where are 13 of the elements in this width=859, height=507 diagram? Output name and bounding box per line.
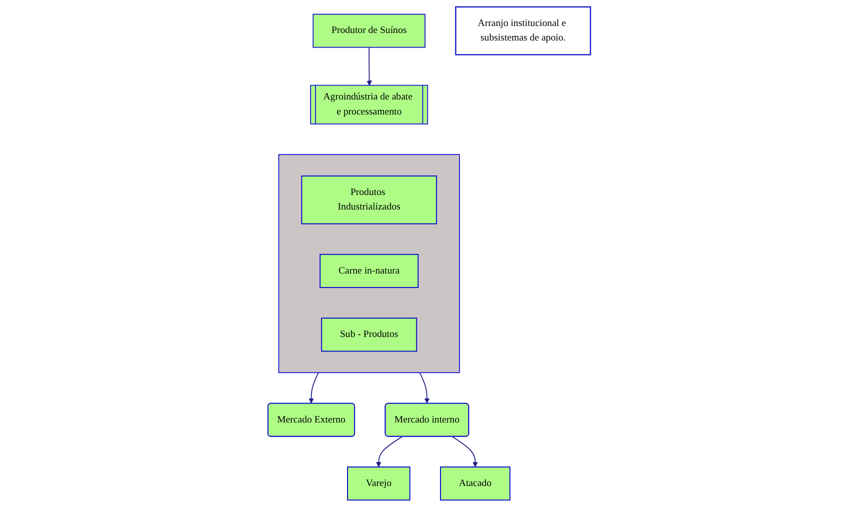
node-box: Produtor de Suínos: [313, 14, 426, 48]
arrow: [420, 372, 430, 404]
node-box: Sub - Produtos: [321, 318, 418, 352]
node-box: Produtos Industrializados: [302, 176, 438, 224]
node-box: Carne in-natura: [320, 254, 419, 288]
arrow: [452, 436, 478, 468]
cluster: [278, 154, 460, 374]
arrow: [308, 372, 320, 404]
arrow: [376, 436, 403, 468]
node-box: Atacado: [440, 466, 511, 501]
arrow: [366, 46, 372, 86]
node-box: Varejo: [347, 466, 411, 501]
node-box: Arranjo institucional e subsistemas de apoio.: [455, 6, 592, 56]
